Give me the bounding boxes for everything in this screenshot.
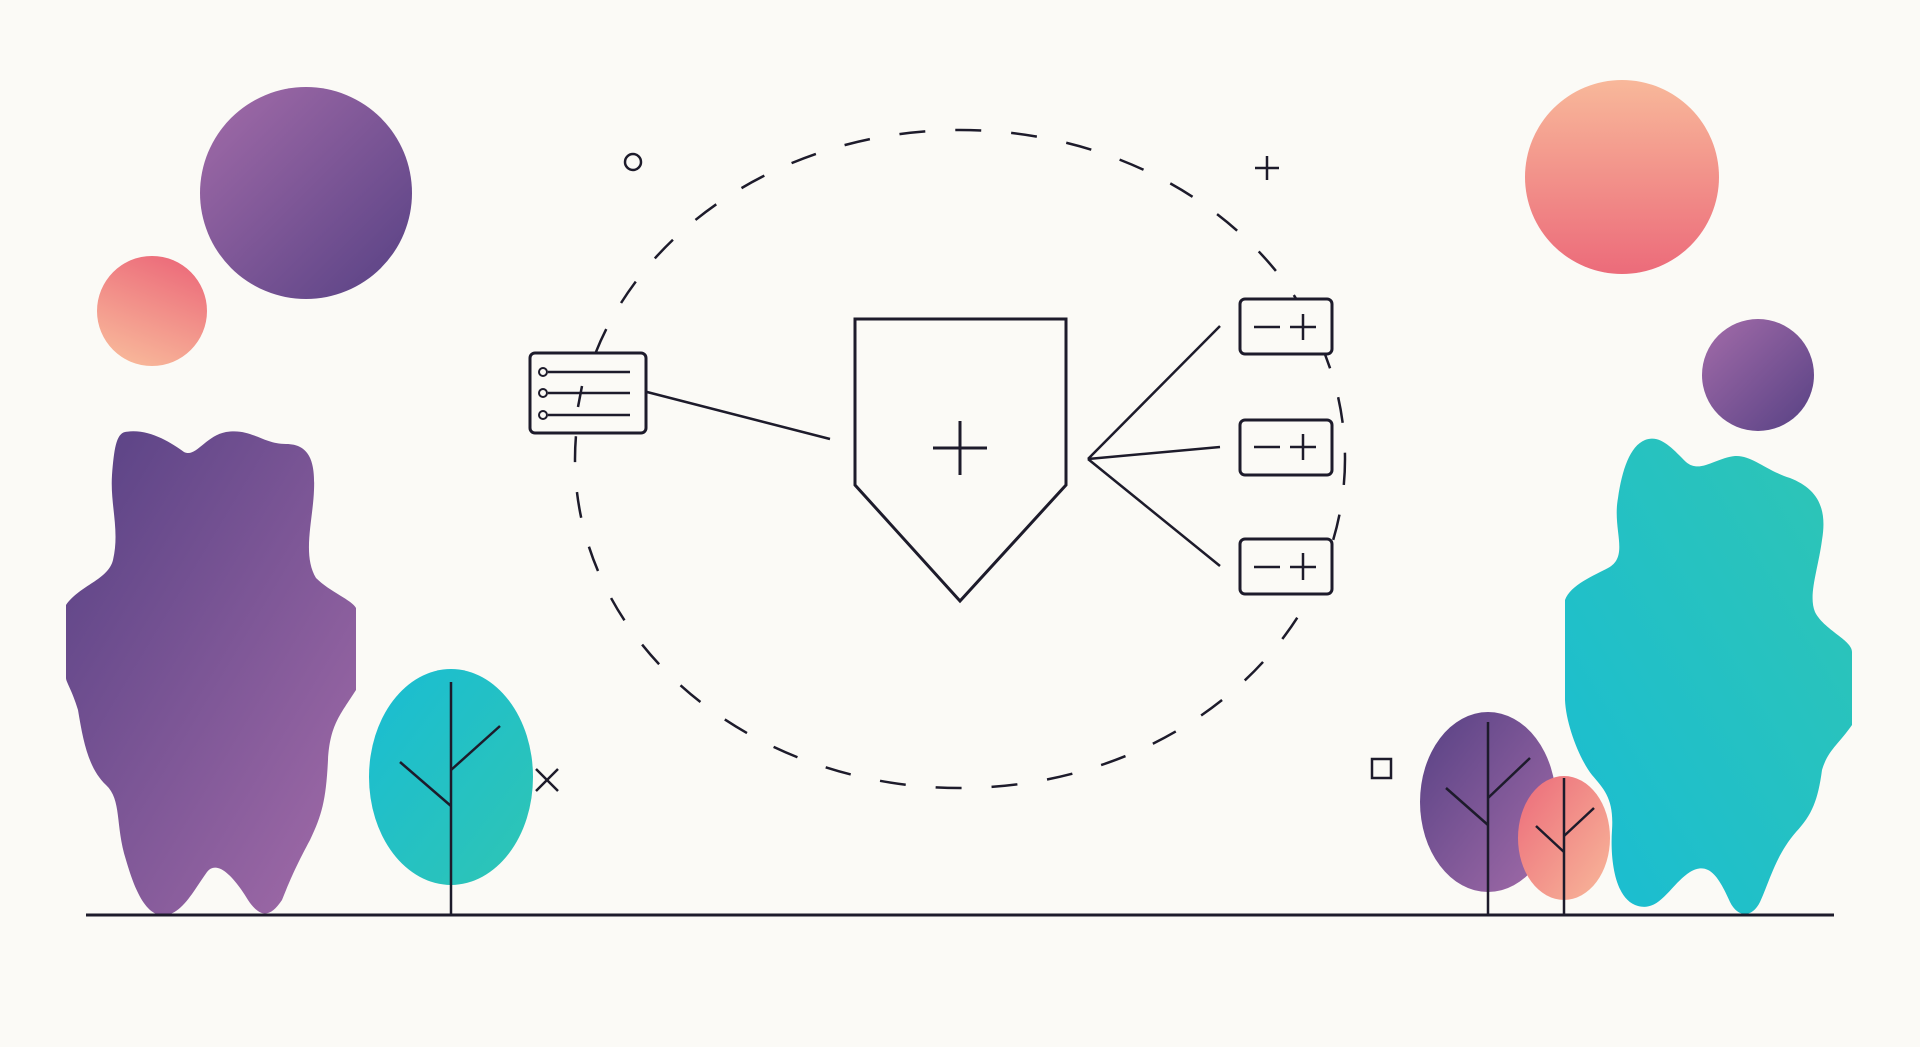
connector-top xyxy=(1087,325,1221,460)
coral-tree xyxy=(1518,776,1610,915)
circle-outline-mark xyxy=(623,152,643,172)
connector-bottom xyxy=(1087,458,1221,567)
minus-plus-control-icon-2 xyxy=(1238,418,1334,477)
teal-blob-shape xyxy=(1565,438,1852,914)
dashed-orbit xyxy=(573,128,1347,790)
plus-mark xyxy=(1255,156,1279,180)
connector-left xyxy=(646,390,831,441)
purple-sphere-small xyxy=(1702,319,1814,431)
minus-plus-control-icon-3 xyxy=(1238,537,1334,596)
cross-mark xyxy=(535,768,559,792)
purple-blob-shape xyxy=(66,431,356,916)
connector-middle xyxy=(1087,445,1221,461)
peach-sphere-large xyxy=(1525,80,1719,274)
shield-plus-icon xyxy=(853,317,1068,604)
settings-list-icon xyxy=(528,351,648,435)
minus-plus-control-icon-1 xyxy=(1238,297,1334,356)
square-outline-mark xyxy=(1370,757,1393,780)
purple-sphere-large xyxy=(200,87,412,299)
teal-tree xyxy=(369,669,533,915)
coral-sphere-small xyxy=(97,256,207,366)
